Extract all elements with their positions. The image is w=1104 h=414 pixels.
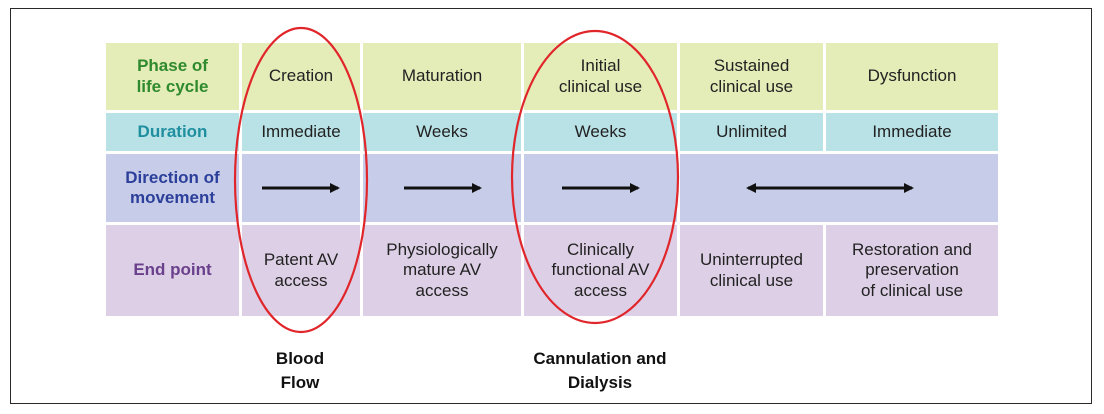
cell-duration-maturation: Weeks <box>363 113 521 151</box>
cell-endpoint-initial-clinical-use: Clinically functional AV access <box>524 225 677 316</box>
cell-direction-initial-clinical-use <box>524 154 677 222</box>
cell-phase-sustained-clinical-use: Sustained clinical use <box>680 43 823 110</box>
cell-duration-creation: Immediate <box>242 113 360 151</box>
cell-direction-maturation <box>363 154 521 222</box>
cell-direction-sustained-dysfunction <box>680 154 998 222</box>
cell-endpoint-maturation: Physiologically mature AV access <box>363 225 521 316</box>
cell-endpoint-creation: Patent AV access <box>242 225 360 316</box>
cell-endpoint-sustained-clinical-use: Uninterrupted clinical use <box>680 225 823 316</box>
cell-phase-initial-clinical-use: Initial clinical use <box>524 43 677 110</box>
cell-phase-maturation: Maturation <box>363 43 521 110</box>
cell-duration-sustained-clinical-use: Unlimited <box>680 113 823 151</box>
cell-phase-creation: Creation <box>242 43 360 110</box>
header-end-point: End point <box>106 225 239 316</box>
caption-cannulation-and-dialysis: Cannulation and Dialysis <box>533 349 667 392</box>
cell-duration-dysfunction: Immediate <box>826 113 998 151</box>
cell-duration-initial-clinical-use: Weeks <box>524 113 677 151</box>
caption-blood-flow: Blood Flow <box>275 349 325 392</box>
figure-frame <box>10 8 1092 404</box>
header-phase-of-life-cycle: Phase of life cycle <box>106 43 239 110</box>
header-duration: Duration <box>106 113 239 151</box>
cell-phase-dysfunction: Dysfunction <box>826 43 998 110</box>
cell-endpoint-dysfunction: Restoration and preservation of clinical… <box>826 225 998 316</box>
header-direction-of-movement: Direction of movement <box>106 154 239 222</box>
cell-direction-creation <box>242 154 360 222</box>
